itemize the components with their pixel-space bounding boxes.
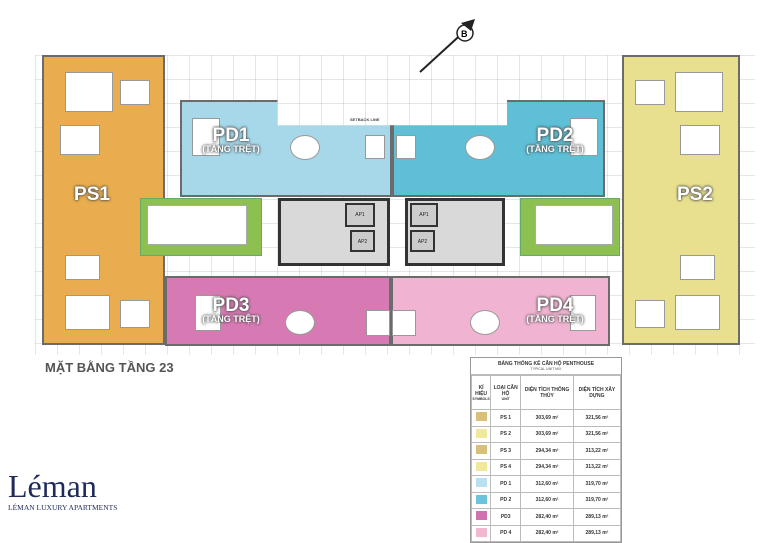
furniture (470, 310, 500, 335)
planter-left (140, 198, 262, 256)
net-area-cell: 303,69 m² (520, 425, 574, 443)
furniture (675, 72, 723, 112)
unit-label-ps2: PS2 (677, 184, 713, 205)
furniture (570, 118, 598, 156)
net-area-cell: 312,60 m² (520, 491, 574, 509)
gross-area-cell: 321,56 m² (572, 425, 622, 443)
furniture (285, 310, 315, 335)
gross-area-cell: 313,22 m² (572, 442, 622, 460)
unit-cell: PS 3 (490, 442, 522, 460)
unit-label-ps1: PS1 (74, 184, 110, 205)
furniture (192, 118, 220, 156)
symbol-swatch (470, 508, 492, 526)
elevator-ap2: AP2 (350, 230, 375, 252)
planter-right (520, 198, 620, 256)
furniture (570, 295, 596, 331)
furniture (290, 135, 320, 160)
gross-area-cell: 321,56 m² (572, 409, 622, 427)
table-row: PD 2 312,60 m² 319,70 m² (470, 491, 622, 509)
north-arrow-icon: B (415, 15, 485, 75)
furniture (365, 135, 385, 159)
furniture (675, 295, 720, 330)
unit-label-pd4: PD4(TẦNG TRỆT) (526, 295, 584, 324)
unit-cell: PD 2 (490, 491, 522, 509)
unit-label-pd1: PD1(TẦNG TRỆT) (202, 125, 260, 154)
gross-area-cell: 313,22 m² (572, 458, 622, 476)
logo: Léman LÉMAN LUXURY APARTMENTS (8, 470, 117, 512)
elevator-ap2: AP2 (410, 230, 435, 252)
furniture (65, 72, 113, 112)
net-area-cell: 312,60 m² (520, 475, 574, 493)
floor-title: MẶT BẰNG TẦNG 23 (45, 360, 174, 375)
table-subtitle: TYPICAL UNIT MIX (530, 367, 562, 371)
furniture (396, 135, 416, 159)
net-area-cell: 282,40 m² (520, 524, 574, 542)
gross-area-cell: 319,70 m² (572, 491, 622, 509)
table-row: PS 1 303,69 m² 321,56 m² (470, 409, 622, 427)
svg-text:B: B (461, 29, 468, 39)
furniture (195, 295, 221, 331)
symbol-swatch (470, 491, 492, 509)
symbol-swatch (470, 425, 492, 443)
gross-area-cell: 289,13 m² (572, 524, 622, 542)
furniture (465, 135, 495, 160)
unit-cell: PD 4 (490, 524, 522, 542)
table-row: PD 4 282,40 m² 289,13 m² (470, 524, 622, 542)
symbol-swatch (470, 442, 492, 460)
symbol-swatch (470, 458, 492, 476)
furniture (680, 255, 715, 280)
furniture (60, 125, 100, 155)
unit-cell: PS 4 (490, 458, 522, 476)
unit-label-pd2: PD2(TẦNG TRỆT) (526, 125, 584, 154)
table-row: PS 3 294,34 m² 313,22 m² (470, 442, 622, 460)
logo-wordmark: Léman (8, 468, 97, 504)
furniture (635, 80, 665, 105)
furniture (120, 300, 150, 328)
elevator-ap1: AP1 (410, 203, 438, 227)
table-row: PS 2 303,69 m² 321,56 m² (470, 425, 622, 443)
unit-cell: PS 1 (490, 409, 522, 427)
symbol-swatch (470, 524, 492, 542)
elevator-ap1: AP1 (345, 203, 375, 227)
unit-label-pd3: PD3(TẦNG TRỆT) (202, 295, 260, 324)
header-net-area: DIỆN TÍCH THÔNG THỦY (520, 375, 574, 410)
table-title: BẢNG THỐNG KÊ CĂN HỘ PENTHOUSE (497, 361, 595, 367)
symbol-swatch (470, 409, 492, 427)
net-area-cell: 294,34 m² (520, 458, 574, 476)
furniture (120, 80, 150, 105)
furniture (392, 310, 416, 336)
gross-area-cell: 289,13 m² (572, 508, 622, 526)
furniture (65, 255, 100, 280)
symbol-swatch (470, 475, 492, 493)
logo-tagline: LÉMAN LUXURY APARTMENTS (8, 503, 118, 512)
setback-line-label: SETBACK LINE (350, 117, 380, 122)
penthouse-stats-table: BẢNG THỐNG KÊ CĂN HỘ PENTHOUSE TYPICAL U… (470, 357, 622, 543)
table-row: PS 4 294,34 m² 313,22 m² (470, 458, 622, 476)
unit-cell: PD3 (490, 508, 522, 526)
table-row: PD 1 312,60 m² 319,70 m² (470, 475, 622, 493)
net-area-cell: 303,69 m² (520, 409, 574, 427)
gross-area-cell: 319,70 m² (572, 475, 622, 493)
furniture (635, 300, 665, 328)
furniture (65, 295, 110, 330)
furniture (366, 310, 390, 336)
header-gross-area: DIỆN TÍCH XÂY DỰNG (572, 375, 622, 410)
furniture (680, 125, 720, 155)
unit-cell: PD 1 (490, 475, 522, 493)
net-area-cell: 282,40 m² (520, 508, 574, 526)
unit-cell: PS 2 (490, 425, 522, 443)
table-row: PD3 282,40 m² 289,13 m² (470, 508, 622, 526)
net-area-cell: 294,34 m² (520, 442, 574, 460)
